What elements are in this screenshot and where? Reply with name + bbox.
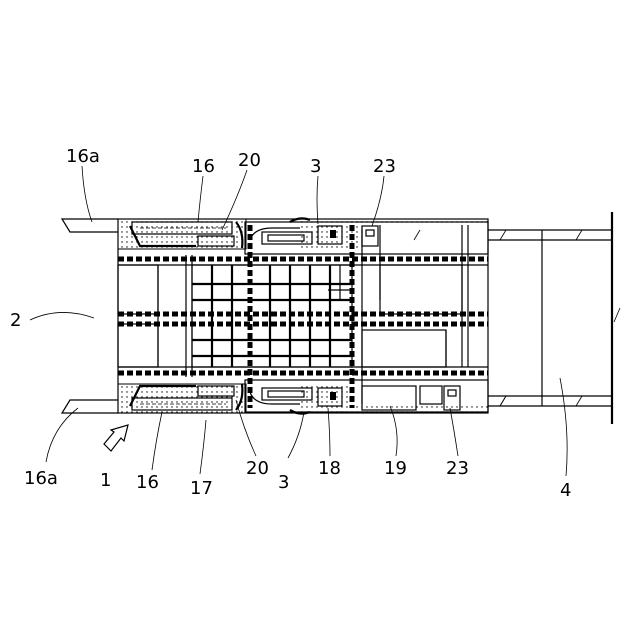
label-19: 19 — [384, 458, 407, 479]
label-16-top: 16 — [192, 156, 215, 177]
label-23-bottom: 23 — [446, 458, 469, 479]
direction-arrow — [104, 425, 128, 451]
conveyor-extension — [488, 212, 620, 424]
label-4: 4 — [560, 480, 571, 501]
label-17: 17 — [190, 478, 213, 499]
label-18: 18 — [318, 458, 341, 479]
label-20-top: 20 — [238, 150, 261, 171]
label-23-top: 23 — [373, 156, 396, 177]
fork-tines — [62, 219, 118, 413]
label-3-top: 3 — [310, 156, 321, 177]
label-16-bottom: 16 — [136, 472, 159, 493]
label-3-bottom: 3 — [278, 472, 289, 493]
label-16a-top: 16a — [66, 146, 100, 167]
label-1: 1 — [100, 470, 111, 491]
label-16a-bottom: 16a — [24, 468, 58, 489]
label-2: 2 — [10, 310, 21, 331]
label-20-bottom: 20 — [246, 458, 269, 479]
leader-lines — [30, 166, 567, 476]
